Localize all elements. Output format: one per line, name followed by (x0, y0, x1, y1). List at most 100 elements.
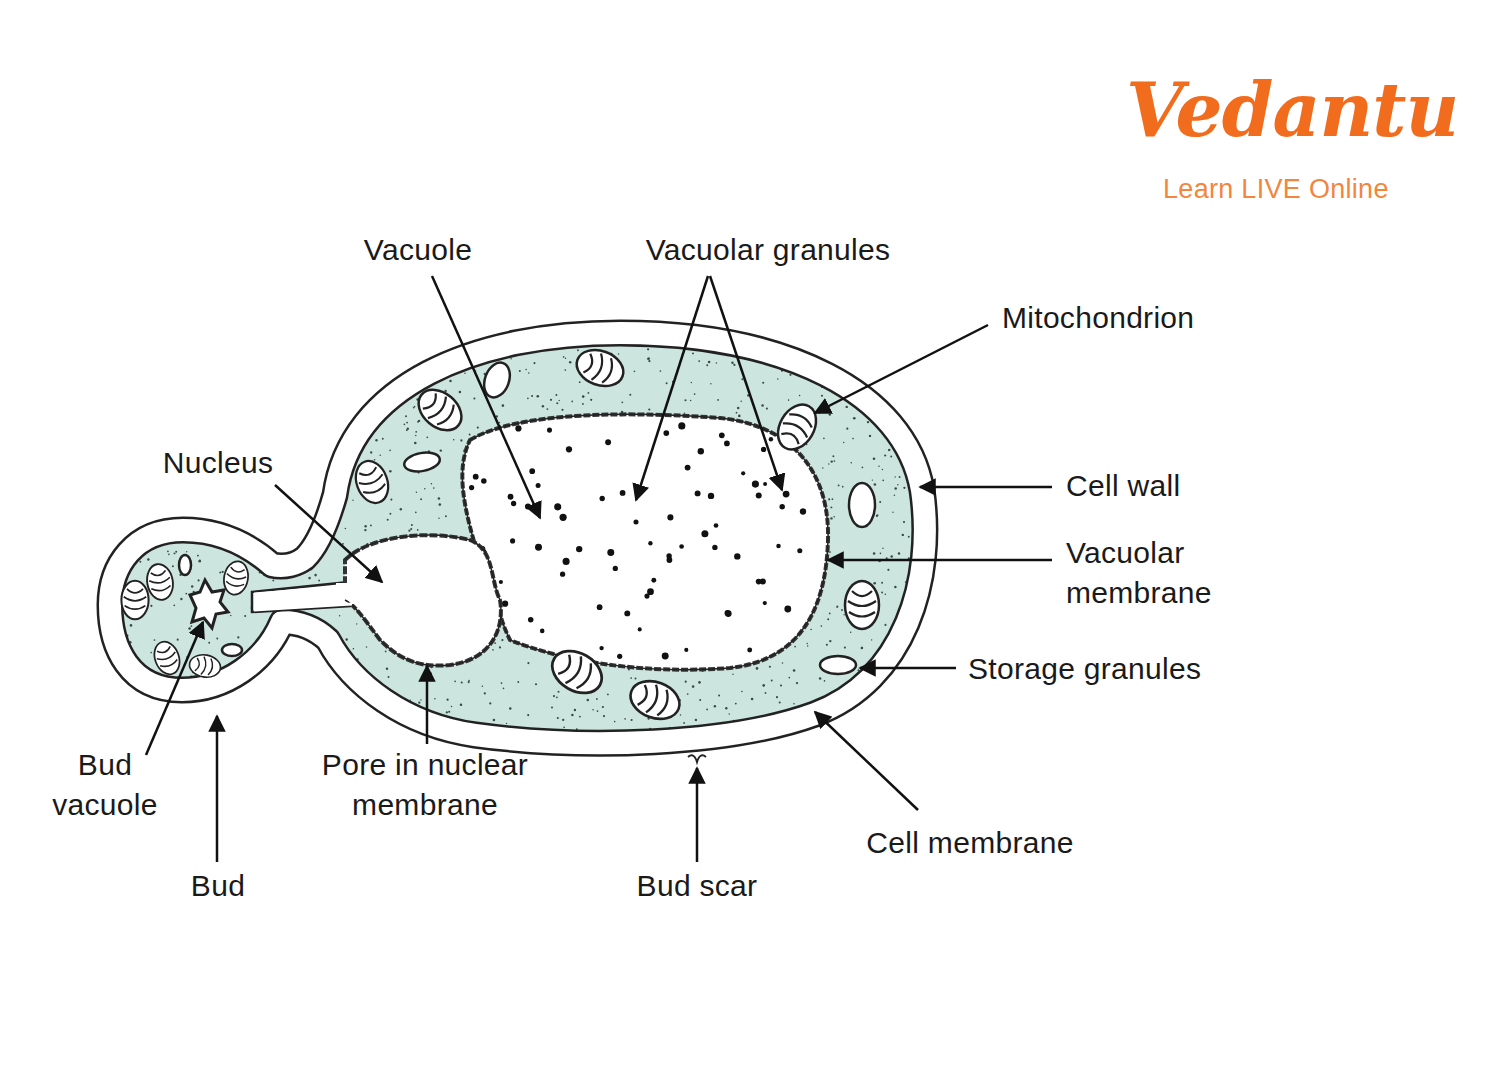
stipple-dot (796, 682, 798, 684)
stipple-dot (148, 704, 150, 706)
stipple-dot (335, 438, 337, 440)
stipple-dot (298, 389, 300, 391)
stipple-dot (344, 744, 346, 746)
stipple-dot (176, 403, 178, 405)
stipple-dot (139, 523, 141, 525)
stipple-dot (404, 423, 406, 425)
stipple-dot (366, 717, 368, 719)
stipple-dot (199, 560, 201, 562)
stipple-dot (100, 539, 102, 541)
vacuolar-granule (536, 483, 541, 488)
stipple-dot (765, 692, 767, 694)
stipple-dot (284, 508, 285, 509)
stipple-dot (805, 751, 807, 753)
stipple-dot (936, 411, 938, 413)
granules-label: Vacuolar granules (646, 230, 891, 270)
stipple-dot (561, 409, 563, 411)
stipple-dot (867, 421, 869, 423)
vacuolar-granule (620, 490, 626, 496)
stipple-dot (558, 400, 559, 401)
vacuolar-granule (776, 544, 781, 549)
stipple-dot (292, 373, 294, 375)
stipple-dot (314, 367, 317, 370)
mitochondrion (121, 581, 148, 619)
stipple-dot (335, 709, 337, 711)
stipple-dot (173, 604, 175, 606)
stipple-dot (318, 346, 320, 348)
stipple-dot (737, 407, 740, 410)
stipple-dot (180, 598, 182, 600)
stipple-dot (929, 372, 931, 374)
stipple-dot (501, 682, 503, 684)
stipple-dot (320, 390, 322, 392)
stipple-dot (213, 708, 215, 710)
stipple-dot (315, 731, 317, 733)
stipple-dot (306, 338, 308, 340)
stipple-dot (461, 681, 463, 683)
stipple-dot (829, 613, 831, 615)
stipple-dot (417, 529, 419, 531)
stipple-dot (459, 391, 462, 394)
stipple-dot (389, 450, 391, 452)
stipple-dot (115, 451, 117, 453)
stipple-dot (740, 400, 742, 402)
stipple-dot (843, 442, 844, 443)
stipple-dot (289, 391, 291, 393)
stipple-dot (268, 681, 270, 683)
stipple-dot (430, 673, 432, 675)
stipple-dot (221, 513, 223, 515)
stipple-dot (371, 371, 372, 372)
vacuolar-granule (783, 491, 790, 498)
stipple-dot (921, 421, 923, 423)
vacuolar-granule (725, 610, 732, 617)
stipple-dot (550, 399, 552, 401)
watermark-tagline: Learn LIVE Online (1163, 172, 1389, 206)
stipple-dot (771, 756, 773, 758)
vacuolar-granule (499, 637, 506, 644)
stipple-dot (603, 706, 604, 707)
stipple-dot (648, 408, 650, 410)
vacuolar-granule (714, 523, 719, 528)
stipple-dot (265, 424, 267, 426)
stipple-dot (286, 535, 288, 537)
stipple-dot (162, 413, 164, 415)
stipple-dot (819, 347, 821, 349)
vacuolar-granule (481, 478, 487, 484)
vacuolar-granule (800, 508, 806, 514)
vacuolar-granule (701, 530, 708, 537)
stipple-dot (114, 535, 116, 537)
stipple-dot (192, 340, 194, 342)
stipple-dot (819, 677, 821, 679)
stipple-dot (873, 458, 876, 461)
stipple-dot (891, 715, 893, 717)
vacuolar-granule (734, 553, 740, 559)
bud-label: Bud (191, 866, 245, 906)
stipple-dot (139, 480, 141, 482)
stipple-dot (484, 692, 486, 694)
stipple-dot (158, 458, 161, 461)
nuclear-pore-label: Pore in nuclear membrane (290, 745, 560, 825)
stipple-dot (364, 525, 366, 527)
stipple-dot (438, 497, 441, 500)
stipple-dot (287, 480, 289, 482)
stipple-dot (172, 731, 174, 733)
stipple-dot (874, 483, 877, 486)
stipple-dot (502, 404, 505, 407)
stipple-dot (660, 370, 662, 372)
stipple-dot (332, 689, 334, 691)
stipple-dot (348, 703, 350, 705)
stipple-dot (692, 352, 694, 354)
stipple-dot (473, 397, 475, 399)
stipple-dot (542, 405, 544, 407)
stipple-dot (259, 735, 261, 737)
stipple-dot (411, 524, 413, 526)
stipple-dot (308, 577, 311, 580)
stipple-dot (831, 735, 833, 737)
stipple-dot (928, 708, 930, 710)
stipple-dot (389, 730, 391, 732)
mitochondrion (144, 562, 175, 602)
stipple-dot (825, 347, 827, 349)
stipple-dot (895, 326, 897, 328)
stipple-dot (698, 360, 700, 362)
vacuolar-granule (667, 514, 673, 520)
